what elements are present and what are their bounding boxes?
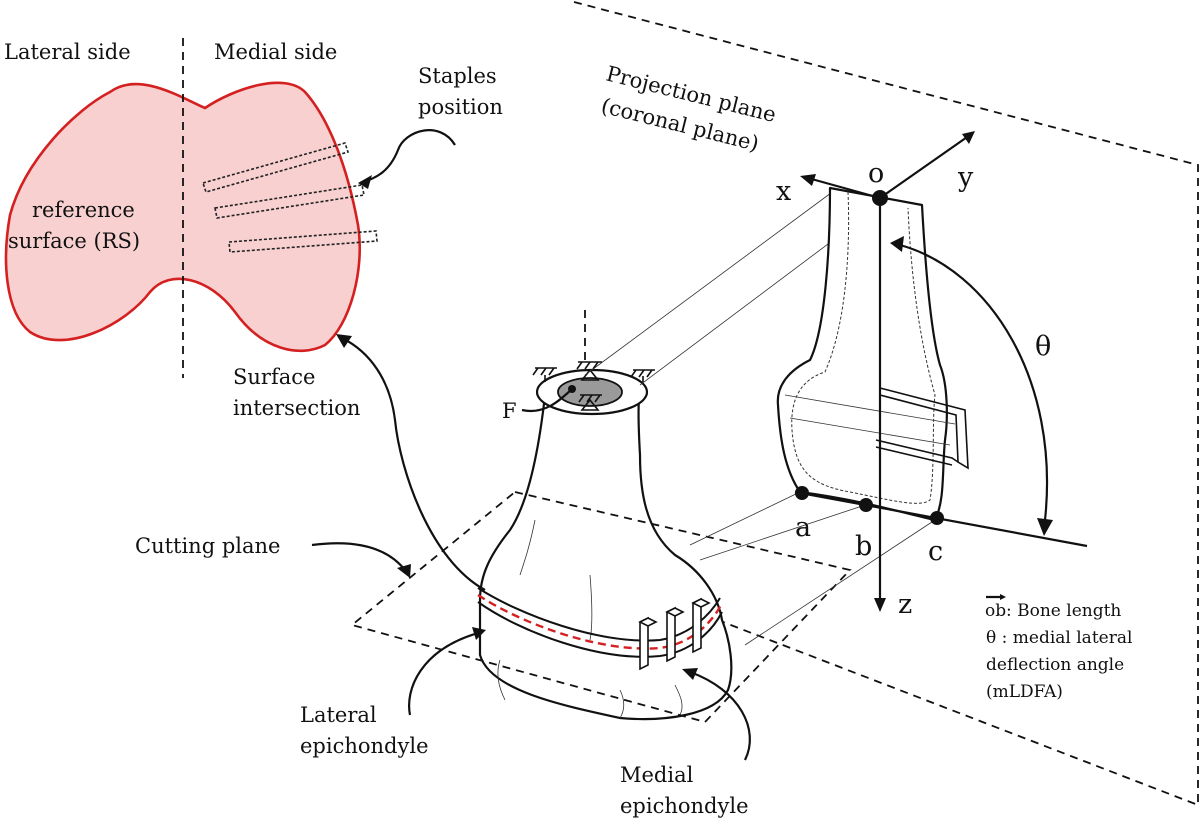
projected-staple-line-2 xyxy=(789,417,951,446)
x-axis-line xyxy=(807,176,881,200)
legend: ob : Bone length θ : medial lateral defl… xyxy=(985,594,1132,702)
legend-theta-line2: deflection angle xyxy=(986,655,1124,675)
femur-3d xyxy=(477,310,733,721)
reference-surface-label-line2: surface (RS) xyxy=(8,229,140,253)
cutting-plane-label: Cutting plane xyxy=(135,534,280,558)
point-b-label: b xyxy=(855,531,872,562)
fixation-area xyxy=(557,377,623,407)
projected-bone-outline xyxy=(776,186,948,522)
condyle-line-1 xyxy=(519,519,536,576)
x-axis-arrowhead xyxy=(800,174,816,186)
projected-femur xyxy=(776,186,969,522)
femur-staple-2-top xyxy=(665,607,685,617)
axis-x-label: x xyxy=(776,176,791,207)
theta-arrowhead-top xyxy=(890,236,904,252)
y-axis-line xyxy=(879,134,971,199)
medial-side-label: Medial side xyxy=(214,40,337,64)
medial-epichondyle-label-line2: epichondyle xyxy=(620,794,749,818)
condyle-line-4 xyxy=(619,689,625,719)
point-b-marker xyxy=(859,498,873,512)
legend-theta-line1: θ : medial lateral xyxy=(986,628,1132,648)
origin-point xyxy=(872,190,888,206)
coordinate-axes xyxy=(800,131,975,612)
support-left xyxy=(532,367,557,382)
point-c-marker xyxy=(930,511,944,525)
medial-epichondyle-label-line1: Medial xyxy=(620,763,694,787)
lateral-epichondyle-label-line2: epichondyle xyxy=(300,734,429,758)
staples-position-arrow xyxy=(359,129,456,185)
condyle-line-3 xyxy=(497,659,506,701)
z-axis-arrowhead xyxy=(874,598,886,612)
legend-ob-text: : Bone length xyxy=(1006,601,1121,621)
support-mid-top xyxy=(576,361,602,381)
medial-epichondyle-arrow xyxy=(689,670,751,761)
cutting-plane-arrowhead xyxy=(397,564,411,578)
projected-staple-slab-2 xyxy=(875,439,959,466)
medial-epichondyle-arrowhead xyxy=(682,668,698,680)
legend-ob-symbol: ob xyxy=(985,601,1006,621)
staples-position-label-line2: position xyxy=(418,95,503,119)
cutting-plane-arrow xyxy=(311,542,406,571)
femur-staple-1-top xyxy=(638,617,658,627)
projected-bone-inner xyxy=(791,191,936,504)
projected-staple-line-1 xyxy=(784,394,956,425)
y-axis-arrowhead xyxy=(962,131,975,144)
ray-5 xyxy=(744,519,936,646)
staple-slot-2 xyxy=(214,184,365,219)
fixation-label: F xyxy=(502,399,517,423)
ray-3 xyxy=(689,491,801,546)
point-a-label: a xyxy=(795,512,811,543)
axis-y-label: y xyxy=(957,162,974,193)
origin-label: o xyxy=(868,158,884,189)
point-a-marker xyxy=(795,486,809,500)
surface-intersection-arrow xyxy=(341,337,486,591)
surface-intersection-curve xyxy=(477,594,723,650)
staple-slots xyxy=(201,142,378,253)
staples-position-label-line1: Staples xyxy=(418,64,497,88)
legend-theta-line3: (mLDFA) xyxy=(986,682,1063,702)
lateral-epichondyle-arrow xyxy=(408,631,479,716)
fixation-supports xyxy=(532,361,655,411)
condyle-line-2 xyxy=(589,574,593,641)
condyle-line-5 xyxy=(674,684,683,716)
ray-1 xyxy=(584,189,836,376)
surface-intersection-label-line1: Surface xyxy=(233,365,315,389)
reference-surface-shape xyxy=(4,81,362,353)
ray-4 xyxy=(699,504,866,561)
theta-arc xyxy=(899,243,1049,521)
point-c-label: c xyxy=(928,536,943,567)
staple-slot-3 xyxy=(228,230,378,253)
lateral-side-label: Lateral side xyxy=(4,40,131,64)
theta-label: θ xyxy=(1035,331,1051,362)
staples-arrowhead xyxy=(358,175,372,189)
reference-surface-label-line1: reference xyxy=(32,198,135,222)
staple-slot-1 xyxy=(201,142,350,193)
cutting-plane-outline xyxy=(350,491,852,724)
femur-staples xyxy=(638,597,711,671)
theta-arrowhead-bottom xyxy=(1037,518,1053,536)
axis-z-label: z xyxy=(898,589,912,620)
lateral-epichondyle-arrowhead xyxy=(472,627,486,640)
lateral-epichondyle-label-line1: Lateral xyxy=(300,703,377,727)
ob-overline-arrowhead xyxy=(1000,594,1006,600)
femur-staple-3-top xyxy=(691,598,711,608)
projection-plane-outline xyxy=(573,1,1199,807)
surface-intersection-arrowhead xyxy=(336,334,352,348)
support-right xyxy=(630,369,655,382)
fixation-callout-line xyxy=(521,388,573,413)
support-mid xyxy=(578,394,602,411)
surface-intersection-label-line2: intersection xyxy=(233,396,360,420)
